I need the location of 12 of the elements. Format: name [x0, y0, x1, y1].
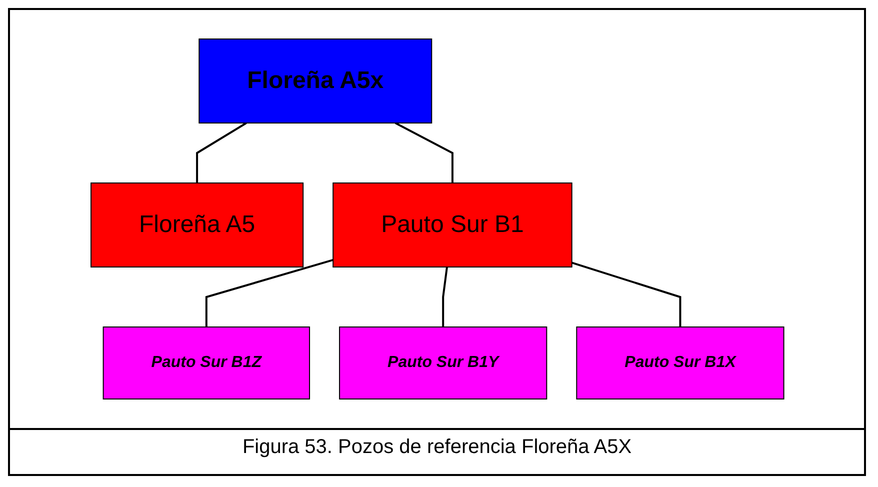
node-box: Pauto Sur B1 — [332, 182, 572, 268]
connector — [394, 122, 454, 183]
node-box: Floreña A5x — [198, 38, 432, 124]
figure-caption: Figura 53. Pozos de referencia Floreña A5X — [242, 436, 632, 458]
node-box: Pauto Sur B1X — [576, 326, 784, 400]
connector — [442, 266, 448, 327]
connector — [205, 258, 333, 327]
node-box: Floreña A5 — [90, 182, 304, 268]
node-box: Pauto Sur B1Z — [102, 326, 310, 400]
connector — [196, 122, 246, 183]
node-box: Pauto Sur B1Y — [338, 326, 547, 400]
connector — [571, 262, 681, 327]
